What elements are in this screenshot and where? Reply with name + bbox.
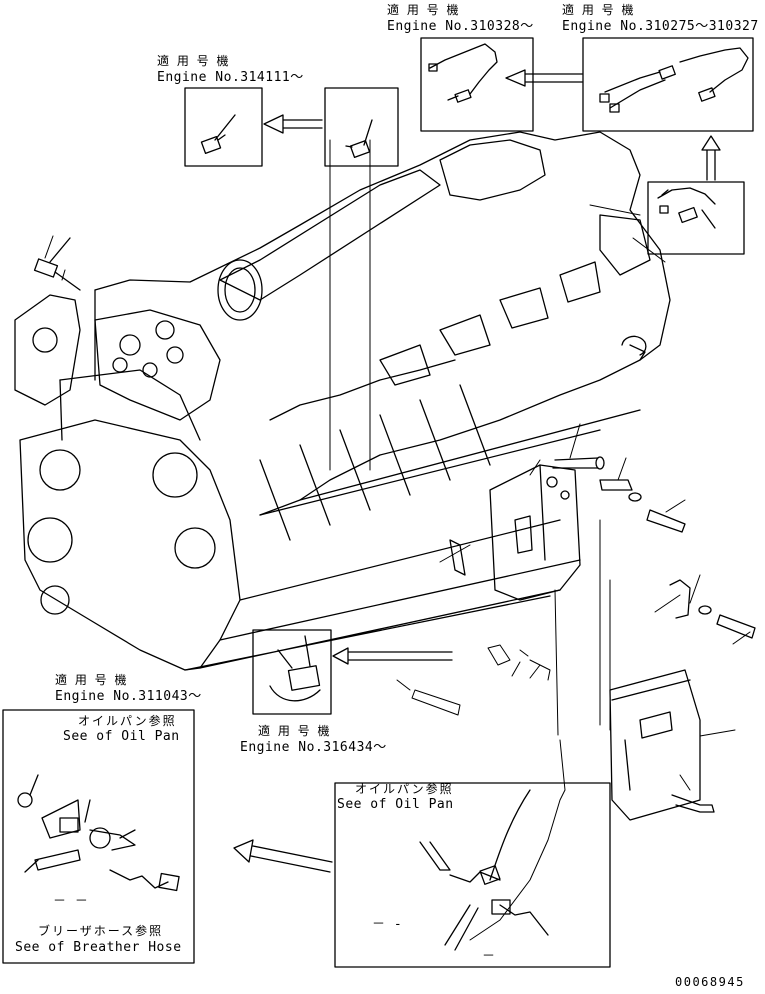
inset-bottom-center-parts xyxy=(419,789,549,951)
inset-box-lower-left xyxy=(2,709,195,964)
arrow-up-right xyxy=(701,135,721,181)
breather-note-jp: ブリーザホース参照 xyxy=(38,924,164,938)
sensor-top-center xyxy=(428,43,498,103)
callout-lower-mid-jp: 適 用 号 機 xyxy=(258,724,332,738)
oil-pan-note-left-en: See of Oil Pan xyxy=(63,729,180,744)
arrow-left-bottom xyxy=(233,839,333,873)
leader-lines xyxy=(329,139,701,941)
arrow-left-top xyxy=(505,69,583,87)
inset-box-top-right xyxy=(582,37,754,132)
inset-box-lower-mid xyxy=(252,629,332,715)
inset-box-upper-center xyxy=(324,87,399,167)
callout-lower-left-jp: 適 用 号 機 xyxy=(55,673,129,687)
sensor-upper-center xyxy=(345,119,373,159)
oil-pan-note-right-jp: オイルパン参照 xyxy=(355,782,454,796)
callout-upper-left-en: Engine No.314111～ xyxy=(157,70,304,85)
inset-box-upper-left xyxy=(184,87,263,167)
callout-upper-left-jp: 適 用 号 機 xyxy=(157,54,231,68)
dash-note-left: － － xyxy=(53,894,89,909)
arrow-left-upper xyxy=(263,114,323,134)
callout-lower-left-en: Engine No.311043～ xyxy=(55,689,202,704)
oil-pan-note-right-en: See of Oil Pan xyxy=(337,797,454,812)
sensor-top-right xyxy=(599,47,749,113)
ring-part xyxy=(621,335,647,356)
dash-note-right: － - xyxy=(372,917,403,932)
callout-top-center-en: Engine No.310328～ xyxy=(387,19,534,34)
callout-lower-mid-en: Engine No.316434～ xyxy=(240,740,387,755)
inset-box-right-small xyxy=(647,181,745,255)
sensor-right-small xyxy=(657,187,716,229)
inset-lower-mid-parts xyxy=(269,635,321,702)
loose-parts-right xyxy=(449,456,756,821)
callout-leaders xyxy=(44,235,751,791)
inset-box-top-center xyxy=(420,37,534,132)
sensor-left-loose xyxy=(33,237,81,291)
dash-note-bottom: － xyxy=(482,949,496,964)
inset-lower-left-parts xyxy=(17,774,180,892)
inset-box-bottom-center xyxy=(334,782,611,968)
arrow-left-mid xyxy=(332,647,453,665)
breather-note-en: See of Breather Hose xyxy=(15,940,182,955)
drawing-number: 00068945 xyxy=(675,975,745,989)
callout-top-right-jp: 適 用 号 機 xyxy=(562,3,636,17)
callout-top-center-jp: 適 用 号 機 xyxy=(387,3,461,17)
oil-pan-note-left-jp: オイルパン参照 xyxy=(78,714,177,728)
callout-top-right-en: Engine No.310275～310327 xyxy=(562,19,759,34)
engine-block xyxy=(14,131,671,671)
sensor-upper-left xyxy=(200,114,236,155)
